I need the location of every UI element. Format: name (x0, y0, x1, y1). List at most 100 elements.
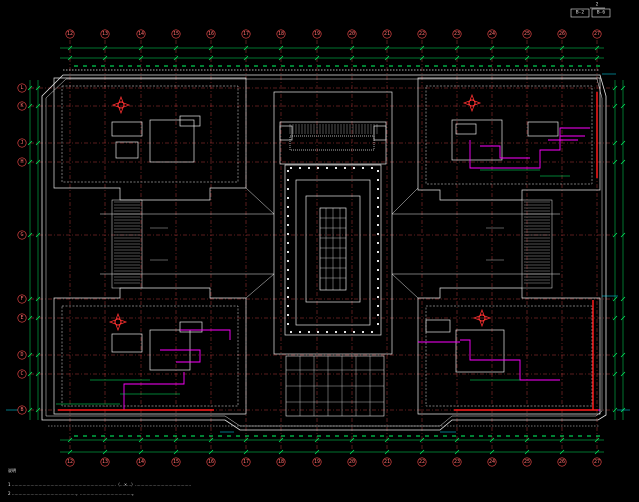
dimension-tick (384, 449, 390, 455)
dimension-tick (208, 437, 214, 443)
dimension-tick (489, 45, 495, 51)
dimension-tick (173, 45, 179, 51)
axis-bubble-bottom-label: 25 (524, 459, 530, 465)
dimension-tick (620, 352, 626, 358)
column-mark (290, 167, 292, 169)
axis-bubble-top: 20 (347, 29, 357, 39)
dimension-tick (314, 449, 320, 455)
axis-bubble-top-label: 19 (314, 31, 320, 37)
axis-bubble-bottom: 15 (171, 457, 181, 467)
dimension-tick (35, 140, 41, 146)
axis-bubble-top: 27 (592, 29, 602, 39)
axis-bubble-row-label: E (20, 315, 23, 321)
column-mark (287, 296, 289, 298)
dimension-tick (27, 407, 33, 413)
dimension-tick (489, 437, 495, 443)
central-atrium (273, 91, 393, 355)
axis-bubble-top: 25 (522, 29, 532, 39)
axis-bubble-bottom: 26 (557, 457, 567, 467)
dimension-tick (102, 437, 108, 443)
axis-bubble-bottom: 12 (65, 457, 75, 467)
green-leader-labels (56, 169, 570, 405)
column-mark (317, 167, 319, 169)
axis-bubble-row-label: H (20, 159, 23, 165)
axis-bubble-top-label: 23 (454, 31, 460, 37)
column-mark (377, 296, 379, 298)
dimension-tick (594, 437, 600, 443)
dimension-tick (35, 407, 41, 413)
general-notes: 说明 1 ……………………………………………………………………（…×…）…………… (8, 467, 191, 496)
axis-bubble-top: 21 (382, 29, 392, 39)
dimension-tick (620, 85, 626, 91)
column-mark (287, 233, 289, 235)
dimension-tick (594, 45, 600, 51)
axis-bubble-top: 24 (487, 29, 497, 39)
dimension-tick (349, 55, 355, 61)
dimension-tick (612, 159, 618, 165)
dimension-tick (102, 45, 108, 51)
column-mark (362, 331, 364, 333)
accent-cyan-labels (6, 73, 630, 433)
dimension-tick (35, 103, 41, 109)
axis-bubble-row: H (17, 157, 27, 167)
dimension-tick (278, 45, 284, 51)
column-mark (377, 314, 379, 316)
column-mark (377, 251, 379, 253)
dimension-tick (243, 449, 249, 455)
axis-bubble-bottom: 16 (206, 457, 216, 467)
stair-treads (114, 124, 550, 284)
dimension-tick (524, 449, 530, 455)
dimension-tick (612, 140, 618, 146)
dimension-tick (243, 45, 249, 51)
axis-bubble-top: 26 (557, 29, 567, 39)
axis-bubble-bottom-label: 12 (67, 459, 73, 465)
dimension-tick (454, 45, 460, 51)
column-mark (377, 224, 379, 226)
column-mark (344, 167, 346, 169)
axis-bubble-bottom-label: 14 (138, 459, 144, 465)
column-mark (287, 188, 289, 190)
axis-bubble-top: 18 (276, 29, 286, 39)
dimension-tick (594, 55, 600, 61)
axis-bubble-bottom: 22 (417, 457, 427, 467)
axis-bubble-bottom: 20 (347, 457, 357, 467)
axis-bubble-top: 13 (100, 29, 110, 39)
wing-top-left (53, 77, 247, 201)
axis-bubble-row-label: C (20, 371, 23, 377)
atrium-column-marks (287, 167, 379, 333)
column-mark (287, 287, 289, 289)
column-mark (377, 197, 379, 199)
axis-bubble-bottom-label: 27 (594, 459, 600, 465)
axis-bubble-top: 17 (241, 29, 251, 39)
axis-bubble-row-label: L (20, 85, 23, 91)
entrance-hall (285, 355, 385, 417)
dimension-tick (620, 371, 626, 377)
column-mark (287, 197, 289, 199)
dimension-tick (524, 45, 530, 51)
dimension-tick (67, 449, 73, 455)
dimension-tick (35, 352, 41, 358)
axis-bubble-row: D (17, 350, 27, 360)
column-mark (335, 167, 337, 169)
dimension-tick (35, 296, 41, 302)
dimension-tick (612, 371, 618, 377)
dimension-tick (419, 449, 425, 455)
column-mark (371, 167, 373, 169)
dimension-tick (35, 371, 41, 377)
axis-bubble-top-label: 12 (67, 31, 73, 37)
axis-bubble-row: C (17, 369, 27, 379)
stair-cores (111, 199, 553, 289)
column-mark (377, 215, 379, 217)
column-mark (371, 331, 373, 333)
column-mark (377, 242, 379, 244)
column-mark (377, 170, 379, 172)
axis-bubble-row: L (17, 83, 27, 93)
column-mark (287, 206, 289, 208)
corner-box-left: B-2 (576, 10, 584, 16)
column-mark (287, 251, 289, 253)
axis-bubble-bottom-label: 26 (559, 459, 565, 465)
axis-bubble-row-label: F (20, 296, 23, 302)
